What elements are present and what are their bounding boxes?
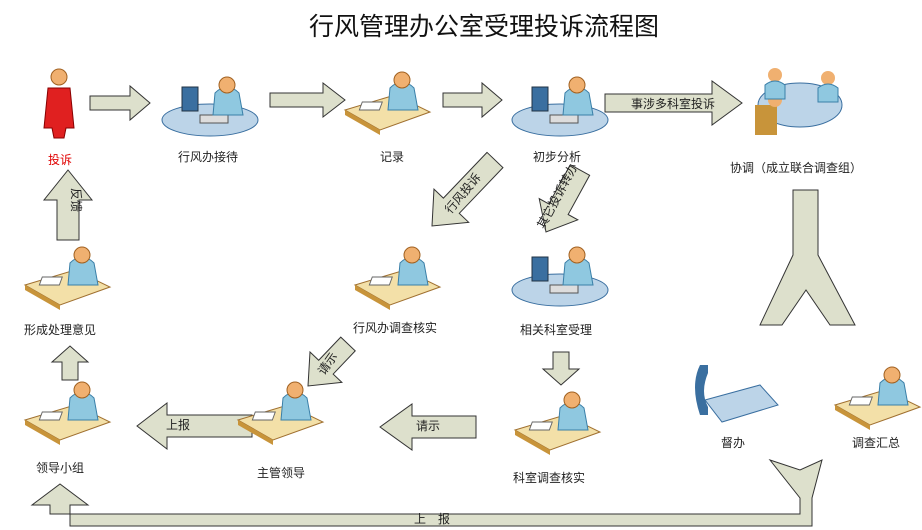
arrow-label-feedback: 反馈 bbox=[69, 188, 83, 212]
arrow-reception-to-record bbox=[269, 81, 346, 119]
arrow-request-2 bbox=[379, 403, 477, 451]
node-supervision: 督办 bbox=[721, 435, 745, 450]
node-analysis: 初步分析 bbox=[533, 150, 581, 164]
arrow-label-request-2: 请示 bbox=[416, 419, 440, 433]
page-title: 行风管理办公室受理投诉流程图 bbox=[309, 12, 659, 41]
arrow-analysis-to-coordination bbox=[604, 80, 743, 126]
node-record: 记录 bbox=[380, 150, 404, 164]
arrow-dept-acceptance-down bbox=[541, 351, 581, 386]
node-dept-investigation: 科室调查核实 bbox=[513, 470, 585, 485]
node-dept-acceptance: 相关科室受理 bbox=[520, 322, 592, 337]
analysis-icon bbox=[511, 76, 609, 137]
record-icon bbox=[344, 71, 431, 136]
complainant-icon bbox=[43, 68, 75, 139]
dept-acceptance-icon bbox=[511, 246, 609, 307]
office-investigation-icon bbox=[354, 246, 441, 311]
arrow-other-transfer bbox=[538, 164, 591, 233]
arrow-report bbox=[136, 401, 253, 451]
telephone-icon bbox=[695, 365, 779, 423]
node-reception: 行风办接待 bbox=[178, 149, 238, 164]
opinion-icon bbox=[24, 246, 111, 311]
reception-icon bbox=[161, 76, 259, 137]
node-opinion: 形成处理意见 bbox=[24, 322, 96, 337]
arrow-record-to-analysis bbox=[442, 81, 503, 119]
arrow-leader-to-opinion bbox=[50, 345, 90, 381]
arrow-complaint-to-reception bbox=[89, 84, 151, 122]
node-office-investigation: 行风办调查核实 bbox=[353, 320, 437, 335]
summary-icon bbox=[834, 366, 921, 431]
arrow-label-report-bottom: 上 报 bbox=[414, 511, 450, 526]
arrow-label-multi-dept: 事涉多科室投诉 bbox=[631, 96, 715, 111]
arrow-feedback bbox=[42, 169, 94, 241]
arrow-request-1 bbox=[307, 336, 356, 387]
node-summary: 调查汇总 bbox=[852, 436, 900, 450]
dept-investigation-icon bbox=[514, 391, 601, 456]
arrow-coordination-funnel bbox=[759, 189, 856, 326]
leader-group-icon bbox=[24, 381, 111, 446]
arrow-office-complaint bbox=[431, 151, 504, 227]
arrow-label-report: 上报 bbox=[166, 417, 190, 432]
node-complaint: 投诉 bbox=[48, 152, 72, 167]
node-supervisor: 主管领导 bbox=[257, 465, 305, 480]
node-coordination: 协调（成立联合调查组） bbox=[730, 160, 862, 175]
coordination-meeting-icon bbox=[755, 68, 843, 135]
arrow-report-bottom bbox=[30, 458, 823, 527]
node-leader-group: 领导小组 bbox=[36, 461, 84, 475]
